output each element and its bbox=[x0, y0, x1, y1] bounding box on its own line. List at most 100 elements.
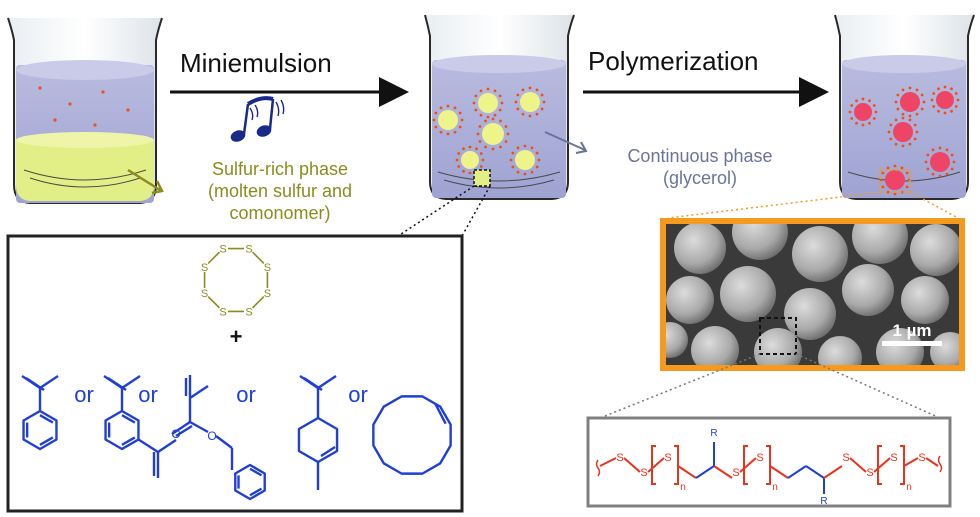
bond bbox=[189, 420, 209, 434]
repeat-n: n bbox=[772, 482, 778, 493]
s-s-bond bbox=[207, 251, 221, 265]
sem-particle bbox=[691, 326, 739, 365]
sulfur-phase-label: Sulfur-rich phase (molten sulfur and com… bbox=[208, 159, 352, 223]
sem-particle bbox=[720, 266, 776, 322]
sem-particle bbox=[666, 276, 714, 324]
sulfur-atom: S bbox=[245, 244, 252, 256]
emulsion-droplet bbox=[879, 164, 911, 196]
repeat-bracket bbox=[766, 445, 771, 485]
sem-particle bbox=[901, 276, 949, 324]
bond bbox=[249, 467, 263, 477]
bond bbox=[121, 414, 136, 424]
bond bbox=[121, 436, 136, 446]
sem-micrograph: 1 µm bbox=[660, 218, 965, 371]
bond bbox=[39, 375, 59, 389]
chain-atom: S bbox=[918, 452, 925, 464]
svg-text:comonomer): comonomer) bbox=[229, 203, 330, 223]
sem-particle bbox=[842, 264, 894, 316]
substituent-r: R bbox=[820, 496, 827, 507]
emulsion-droplet bbox=[924, 146, 956, 178]
bond bbox=[39, 436, 54, 446]
chain-atom: S bbox=[866, 467, 873, 479]
sem-particle bbox=[930, 332, 959, 365]
benzyl-methacrylate bbox=[171, 375, 266, 501]
chain-bond bbox=[599, 457, 617, 467]
sulfur-atom: S bbox=[201, 288, 208, 300]
alpha-methylstyrene bbox=[21, 375, 59, 451]
repeat-bracket bbox=[743, 445, 748, 485]
continuous-phase-pointer bbox=[544, 131, 586, 151]
sem-particle bbox=[818, 336, 862, 365]
carbonyl-oxygen: O bbox=[171, 427, 180, 441]
repeat-bracket bbox=[651, 445, 656, 485]
s-s-bond bbox=[251, 251, 265, 265]
chain-atom: S bbox=[756, 452, 763, 464]
beaker-initial bbox=[7, 17, 163, 204]
chain-bond bbox=[623, 457, 641, 473]
chain-bond bbox=[787, 465, 807, 479]
sem-particle bbox=[666, 322, 688, 358]
sem-particle bbox=[732, 224, 788, 260]
sem-particle bbox=[910, 224, 959, 276]
svg-text:(glycerol): (glycerol) bbox=[663, 168, 737, 188]
chain-bond bbox=[873, 457, 891, 473]
emulsion-droplet bbox=[887, 116, 919, 148]
emulsion-droplet bbox=[476, 117, 510, 151]
chain-atom: S bbox=[890, 452, 897, 464]
chain-atom: S bbox=[664, 452, 671, 464]
zoom-box-particle bbox=[879, 169, 911, 193]
sulfur-atom: S bbox=[219, 244, 226, 256]
bond bbox=[317, 375, 337, 389]
beaker-polymerized bbox=[834, 14, 975, 200]
ester-oxygen: O bbox=[207, 429, 216, 443]
chain-bond bbox=[823, 465, 843, 479]
step-label-miniemulsion: Miniemulsion bbox=[180, 48, 332, 78]
chain-bond bbox=[849, 457, 867, 473]
ring bbox=[372, 395, 452, 475]
sem-particle bbox=[876, 328, 924, 365]
chain-bond bbox=[713, 465, 733, 479]
bond bbox=[175, 424, 193, 438]
s-s-bond bbox=[251, 295, 265, 309]
emulsion-droplet bbox=[930, 85, 960, 115]
sulfur-atom: S bbox=[264, 288, 271, 300]
s-s-bond bbox=[207, 295, 221, 309]
svg-text:Continuous phase: Continuous phase bbox=[627, 146, 772, 166]
ring bbox=[104, 409, 140, 451]
bond bbox=[215, 435, 233, 449]
chain-bond bbox=[677, 465, 697, 479]
sulfur-phase-pointer bbox=[127, 168, 161, 192]
bond bbox=[137, 438, 159, 454]
emulsion-droplet bbox=[432, 104, 464, 136]
dispersed-dots bbox=[38, 86, 130, 127]
or-label-4: or bbox=[348, 382, 368, 407]
cyclododecene bbox=[372, 395, 452, 475]
chain-end bbox=[595, 459, 601, 477]
emulsion-droplet bbox=[848, 97, 878, 127]
sem-particle bbox=[852, 224, 908, 264]
scale-bar bbox=[882, 341, 942, 346]
plus-sign: + bbox=[230, 324, 243, 349]
ring bbox=[234, 463, 266, 501]
chain-bond bbox=[695, 465, 715, 479]
zoom-box-emulsion bbox=[473, 169, 491, 187]
sem-particle bbox=[674, 224, 726, 274]
zoom-box-sem bbox=[759, 317, 797, 355]
sem-particle bbox=[792, 226, 848, 282]
bond bbox=[434, 403, 447, 425]
benzene-ring bbox=[104, 409, 140, 451]
chain-bond bbox=[739, 457, 757, 473]
bond bbox=[121, 375, 141, 389]
beaker-miniemulsion bbox=[424, 14, 575, 200]
limonene bbox=[297, 375, 339, 490]
emulsion-droplet bbox=[472, 87, 504, 119]
sulfur-atom: S bbox=[219, 306, 226, 318]
chain-atom: S bbox=[640, 467, 647, 479]
chain-end bbox=[937, 455, 943, 473]
chain-atom: S bbox=[842, 452, 849, 464]
svg-text:Sulfur-rich phase: Sulfur-rich phase bbox=[212, 159, 348, 179]
ultrasound-notes-icon bbox=[230, 96, 285, 142]
